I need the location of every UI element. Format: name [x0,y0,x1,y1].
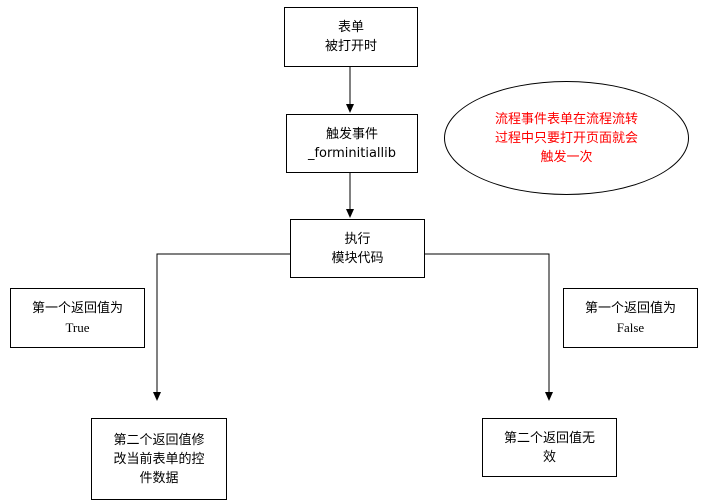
node-execute-module: 执行 模块代码 [290,219,425,278]
node-first-return-false-line2: False [616,320,645,335]
node-second-return-modify-line3: 件数据 [139,470,179,486]
node-first-return-false: 第一个返回值为 False [563,288,698,348]
node-execute-module-line1: 执行 [344,231,371,247]
node-execute-module-line2: 模块代码 [331,250,384,266]
arrowhead-right-branch [545,392,553,401]
node-first-return-true-line1: 第一个返回值为 [31,301,123,316]
node-second-return-modify-line1: 第二个返回值修 [113,432,205,448]
node-trigger-event-line2: _forminitiallib [307,145,397,161]
connector-execute-to-right [425,253,550,392]
node-second-return-modify-line2: 改当前表单的控 [113,451,205,467]
note-line1: 流程事件表单在流程流转 [494,111,638,127]
node-second-return-invalid-line1: 第二个返回值无 [503,430,595,446]
node-form-opened: 表单 被打开时 [284,7,418,67]
note-line3: 触发一次 [540,149,593,165]
arrowhead-trigger [346,104,354,113]
node-second-return-invalid-line2: 效 [542,449,556,465]
node-form-opened-line1: 表单 [337,20,364,35]
node-first-return-false-line1: 第一个返回值为 [584,301,676,316]
arrowhead-left-branch [153,392,161,401]
connector-execute-to-left [156,253,290,392]
note-ellipse: 流程事件表单在流程流转 过程中只要打开页面就会 触发一次 [444,81,689,195]
node-trigger-event-line1: 触发事件 [325,126,378,142]
note-line2: 过程中只要打开页面就会 [494,130,638,146]
node-second-return-modify: 第二个返回值修 改当前表单的控 件数据 [91,418,227,500]
node-first-return-true-line2: True [65,320,90,335]
node-first-return-true: 第一个返回值为 True [10,288,145,348]
node-second-return-invalid: 第二个返回值无 效 [482,418,617,477]
arrowhead-execute [346,209,354,218]
node-trigger-event: 触发事件 _forminitiallib [286,114,418,173]
node-form-opened-line2: 被打开时 [324,39,377,54]
